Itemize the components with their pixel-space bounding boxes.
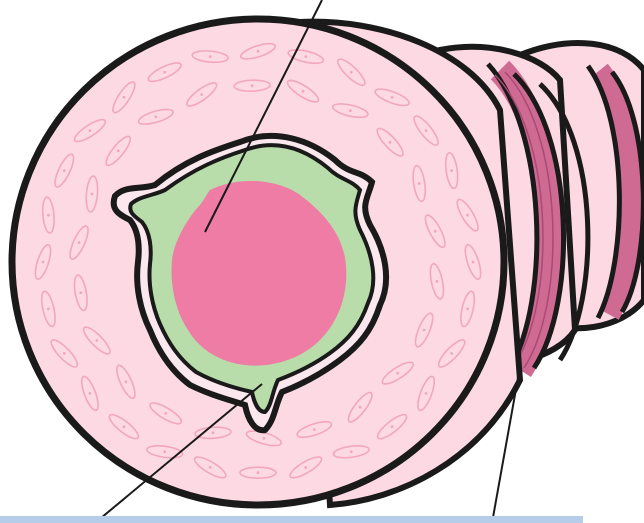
muscle-cell-nucleus — [200, 93, 203, 96]
muscle-cell-nucleus — [163, 71, 166, 74]
muscle-cell-nucleus — [123, 425, 126, 428]
muscle-cell-nucleus — [313, 428, 316, 431]
caption-band — [0, 516, 583, 523]
muscle-cell-nucleus — [79, 291, 82, 294]
muscle-cell-nucleus — [63, 169, 66, 172]
muscle-cell-nucleus — [391, 96, 394, 99]
muscle-cell-nucleus — [47, 308, 50, 311]
muscle-cell-nucleus — [434, 230, 437, 233]
muscle-cell-nucleus — [209, 466, 212, 469]
muscle-cell-nucleus — [89, 129, 92, 132]
muscle-cell-nucleus — [466, 308, 469, 311]
muscle-cell-nucleus — [117, 150, 120, 153]
muscle-cell-nucleus — [425, 392, 428, 395]
muscle-cell-nucleus — [304, 55, 307, 58]
muscle-cell-nucleus — [425, 129, 428, 132]
muscle-cell-nucleus — [349, 109, 352, 112]
muscle-cell-nucleus — [78, 241, 81, 244]
muscle-cell-nucleus — [257, 471, 260, 474]
muscle-cell-nucleus — [304, 466, 307, 469]
muscle-cell-nucleus — [125, 380, 128, 383]
muscle-cell-nucleus — [42, 261, 45, 264]
muscle-cell-nucleus — [350, 450, 353, 453]
muscle-cell-nucleus — [251, 84, 254, 87]
muscle-cell-nucleus — [257, 50, 260, 53]
muscle-cell-nucleus — [450, 169, 453, 172]
muscle-cell-nucleus — [350, 71, 353, 74]
muscle-cell-nucleus — [89, 392, 92, 395]
muscle-cell-nucleus — [209, 55, 212, 58]
muscle-cell-nucleus — [263, 437, 266, 440]
muscle-cell-nucleus — [164, 412, 167, 415]
muscle-cell-nucleus — [95, 339, 98, 342]
muscle-cell-nucleus — [91, 193, 94, 196]
muscle-cell-nucleus — [212, 431, 215, 434]
muscle-cell-nucleus — [123, 96, 126, 99]
muscle-cell-nucleus — [389, 141, 392, 144]
muscle-cell-nucleus — [163, 450, 166, 453]
muscle-cell-nucleus — [47, 214, 50, 217]
muscle-cell-nucleus — [466, 214, 469, 217]
muscle-cell-nucleus — [302, 90, 305, 93]
muscle-cell-nucleus — [63, 352, 66, 355]
muscle-cell-nucleus — [396, 372, 399, 375]
muscle-cell-nucleus — [418, 182, 421, 185]
muscle-cell-nucleus — [436, 280, 439, 283]
muscle-cell-nucleus — [472, 261, 475, 264]
muscle-cell-nucleus — [359, 406, 362, 409]
muscle-cell-nucleus — [450, 352, 453, 355]
muscle-cell-nucleus — [154, 115, 157, 118]
muscle-cell-nucleus — [391, 425, 394, 428]
muscle-cell-nucleus — [423, 329, 426, 332]
